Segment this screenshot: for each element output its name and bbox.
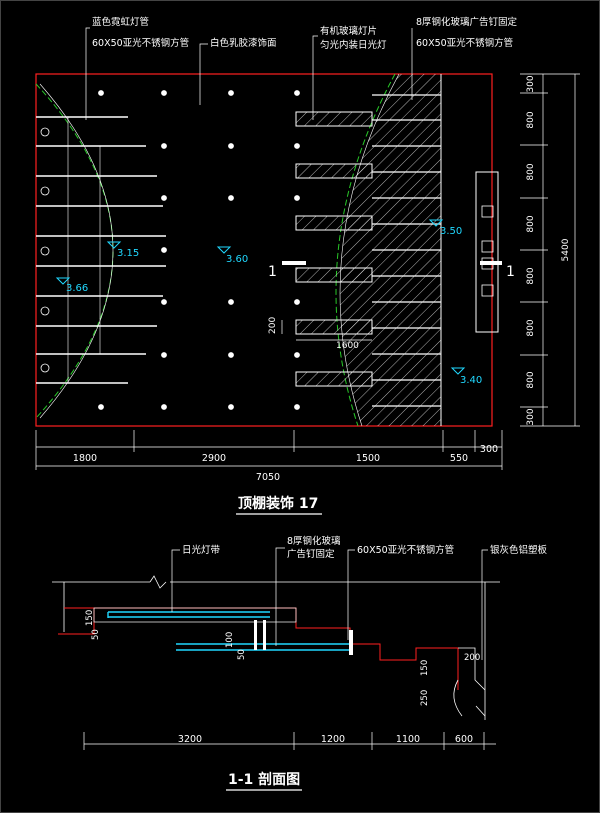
dim-r-5400: 5400: [561, 238, 571, 261]
dim-550: 550: [450, 453, 468, 464]
dim-50: 50: [91, 629, 101, 640]
section-small-dims: 150 50 100 50 150 200 250: [85, 610, 480, 706]
side-lights: [481, 205, 494, 297]
dim-r-300a: 300: [526, 75, 536, 92]
top-labels: 蓝色霓虹灯管 60X50亚光不锈钢方管 白色乳胶漆饰面 有机玻璃灯片 匀光内装日…: [92, 16, 518, 51]
brackets: [254, 620, 353, 655]
elevation-3-66: 3.66: [66, 283, 88, 294]
left-grid: [67, 117, 101, 383]
acrylic-panels: [295, 111, 373, 387]
top-leaders: [85, 27, 413, 120]
elevation-3-50: 3.50: [440, 226, 462, 237]
left-steel-bars: [36, 116, 166, 384]
section-marker-right: [480, 261, 502, 265]
dim-r-800a: 800: [526, 111, 536, 128]
dim-r-300b: 300: [526, 408, 536, 425]
dim-1600: 1600: [336, 341, 359, 351]
label-glass: 8厚钢化玻璃: [287, 535, 341, 547]
elevations: 3.15 3.66 3.60 3.50 3.40: [55, 219, 482, 386]
left-arc: [35, 83, 114, 419]
dim-100: 100: [225, 632, 235, 648]
label-aluminum: 银灰色铝塑板: [490, 544, 548, 556]
dim-1200: 1200: [321, 734, 345, 745]
dim-150: 150: [85, 610, 95, 626]
dim-300: 300: [480, 444, 498, 455]
dim-7050: 7050: [256, 472, 280, 483]
dim-r-800b: 800: [526, 163, 536, 180]
label-glass-fixed: 广告钉固定: [287, 548, 335, 560]
dim-r-800d: 800: [526, 267, 536, 284]
arc-lights: [40, 127, 50, 373]
dim-r-800e: 800: [526, 319, 536, 336]
dim-600: 600: [455, 734, 473, 745]
dim-1100: 1100: [396, 734, 420, 745]
dim-250: 250: [420, 690, 430, 706]
label-blue-neon: 蓝色霓虹灯管: [92, 16, 149, 28]
section-marker-left: [282, 261, 306, 265]
right-dim-lines: [520, 73, 580, 427]
label-fluorescent: 匀光内装日光灯: [320, 39, 387, 51]
plan-view: 1 1 3.15 3.66 3.60 3.50 3.40 蓝色霓虹灯管 60X5…: [35, 16, 580, 515]
section-view: 日光灯带 8厚钢化玻璃 广告钉固定 60X50亚光不锈钢方管 银灰色铝塑板 15…: [52, 535, 548, 791]
label-acrylic: 有机玻璃灯片: [320, 25, 377, 37]
dim-150b: 150: [420, 660, 430, 676]
section-mark-right: 1: [506, 264, 515, 280]
dim-2900: 2900: [202, 453, 226, 464]
section-dim-lines: [83, 732, 496, 750]
elevation-3-60: 3.60: [226, 254, 248, 265]
label-glass-fixed: 8厚钢化玻璃广告钉固定: [416, 16, 518, 28]
plan-title: 顶棚装饰 17: [238, 495, 318, 512]
dim-1800: 1800: [73, 453, 97, 464]
section-dims: 3200 1200 1100 600: [178, 734, 473, 745]
dim-1500: 1500: [356, 453, 380, 464]
label-daylight: 日光灯带: [182, 544, 221, 556]
slab: [52, 575, 500, 720]
section-labels: 日光灯带 8厚钢化玻璃 广告钉固定 60X50亚光不锈钢方管 银灰色铝塑板: [182, 535, 548, 560]
dim-3200: 3200: [178, 734, 202, 745]
dim-r-800c: 800: [526, 215, 536, 232]
label-steel: 60X50亚光不锈钢方管: [357, 544, 454, 556]
label-white-paint: 白色乳胶漆饰面: [210, 37, 277, 49]
label-steel-tube-right: 60X50亚光不锈钢方管: [416, 37, 513, 49]
dim-200: 200: [268, 317, 278, 334]
ceiling-outline: [35, 73, 493, 427]
inner-dims: [281, 320, 372, 341]
section-mark-left: 1: [268, 264, 277, 280]
dim-r-800f: 800: [526, 371, 536, 388]
right-cabinet: [453, 647, 486, 717]
section-title: 1-1 剖面图: [228, 771, 300, 788]
elevation-3-15: 3.15: [117, 248, 139, 259]
bottom-dims: 1800 2900 1500 550 300 7050: [73, 444, 498, 483]
label-steel-tube: 60X50亚光不锈钢方管: [92, 37, 189, 49]
bottom-dim-lines: [35, 430, 503, 470]
side-box: [475, 171, 499, 333]
right-steel-bars: [372, 94, 441, 407]
dim-200: 200: [464, 653, 480, 663]
dim-50b: 50: [237, 649, 247, 660]
right-dims: 300 800 800 800 800 800 800 300 5400: [526, 75, 571, 425]
elevation-3-40: 3.40: [460, 375, 482, 386]
downlights: [98, 90, 300, 410]
section-leaders: [171, 547, 488, 660]
